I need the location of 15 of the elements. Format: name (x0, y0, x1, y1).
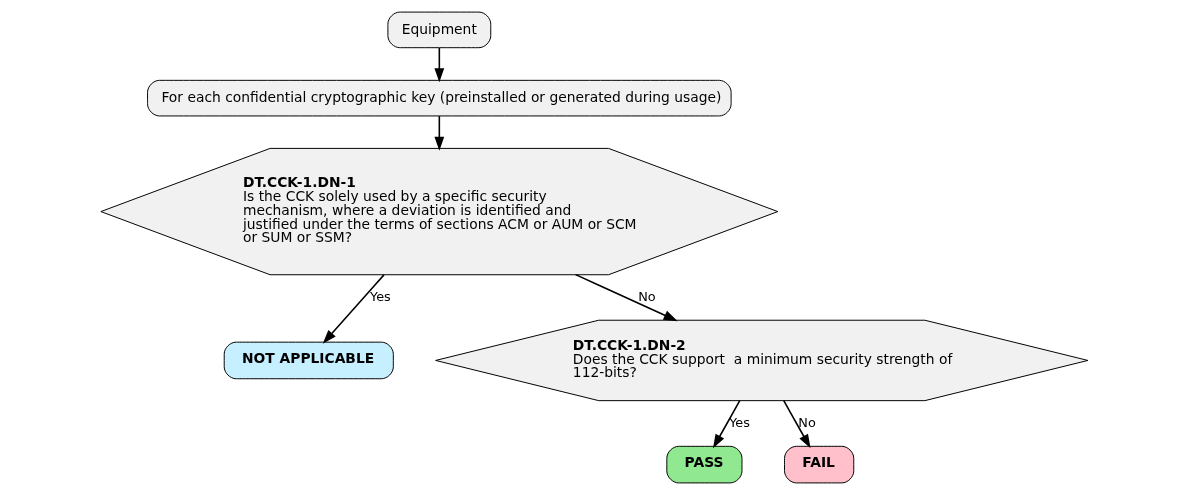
edge-label: No (638, 288, 656, 304)
node-box: NOT APPLICABLE (223, 341, 394, 380)
arrow (574, 273, 678, 322)
arrow (783, 399, 811, 449)
edge-label: Yes (370, 288, 391, 304)
node-box: PASS (666, 445, 743, 484)
edge-label: No (798, 414, 816, 430)
arrow (434, 115, 445, 151)
node-box: FAIL (784, 445, 855, 484)
edge-label: Yes (729, 414, 750, 430)
arrow (322, 274, 385, 344)
arrow (434, 47, 445, 83)
node-box: Equipment (387, 11, 492, 49)
arrow (713, 399, 741, 449)
node-box: For each confidential cryptographic key (preinstalled or generated during usage) (147, 79, 732, 117)
